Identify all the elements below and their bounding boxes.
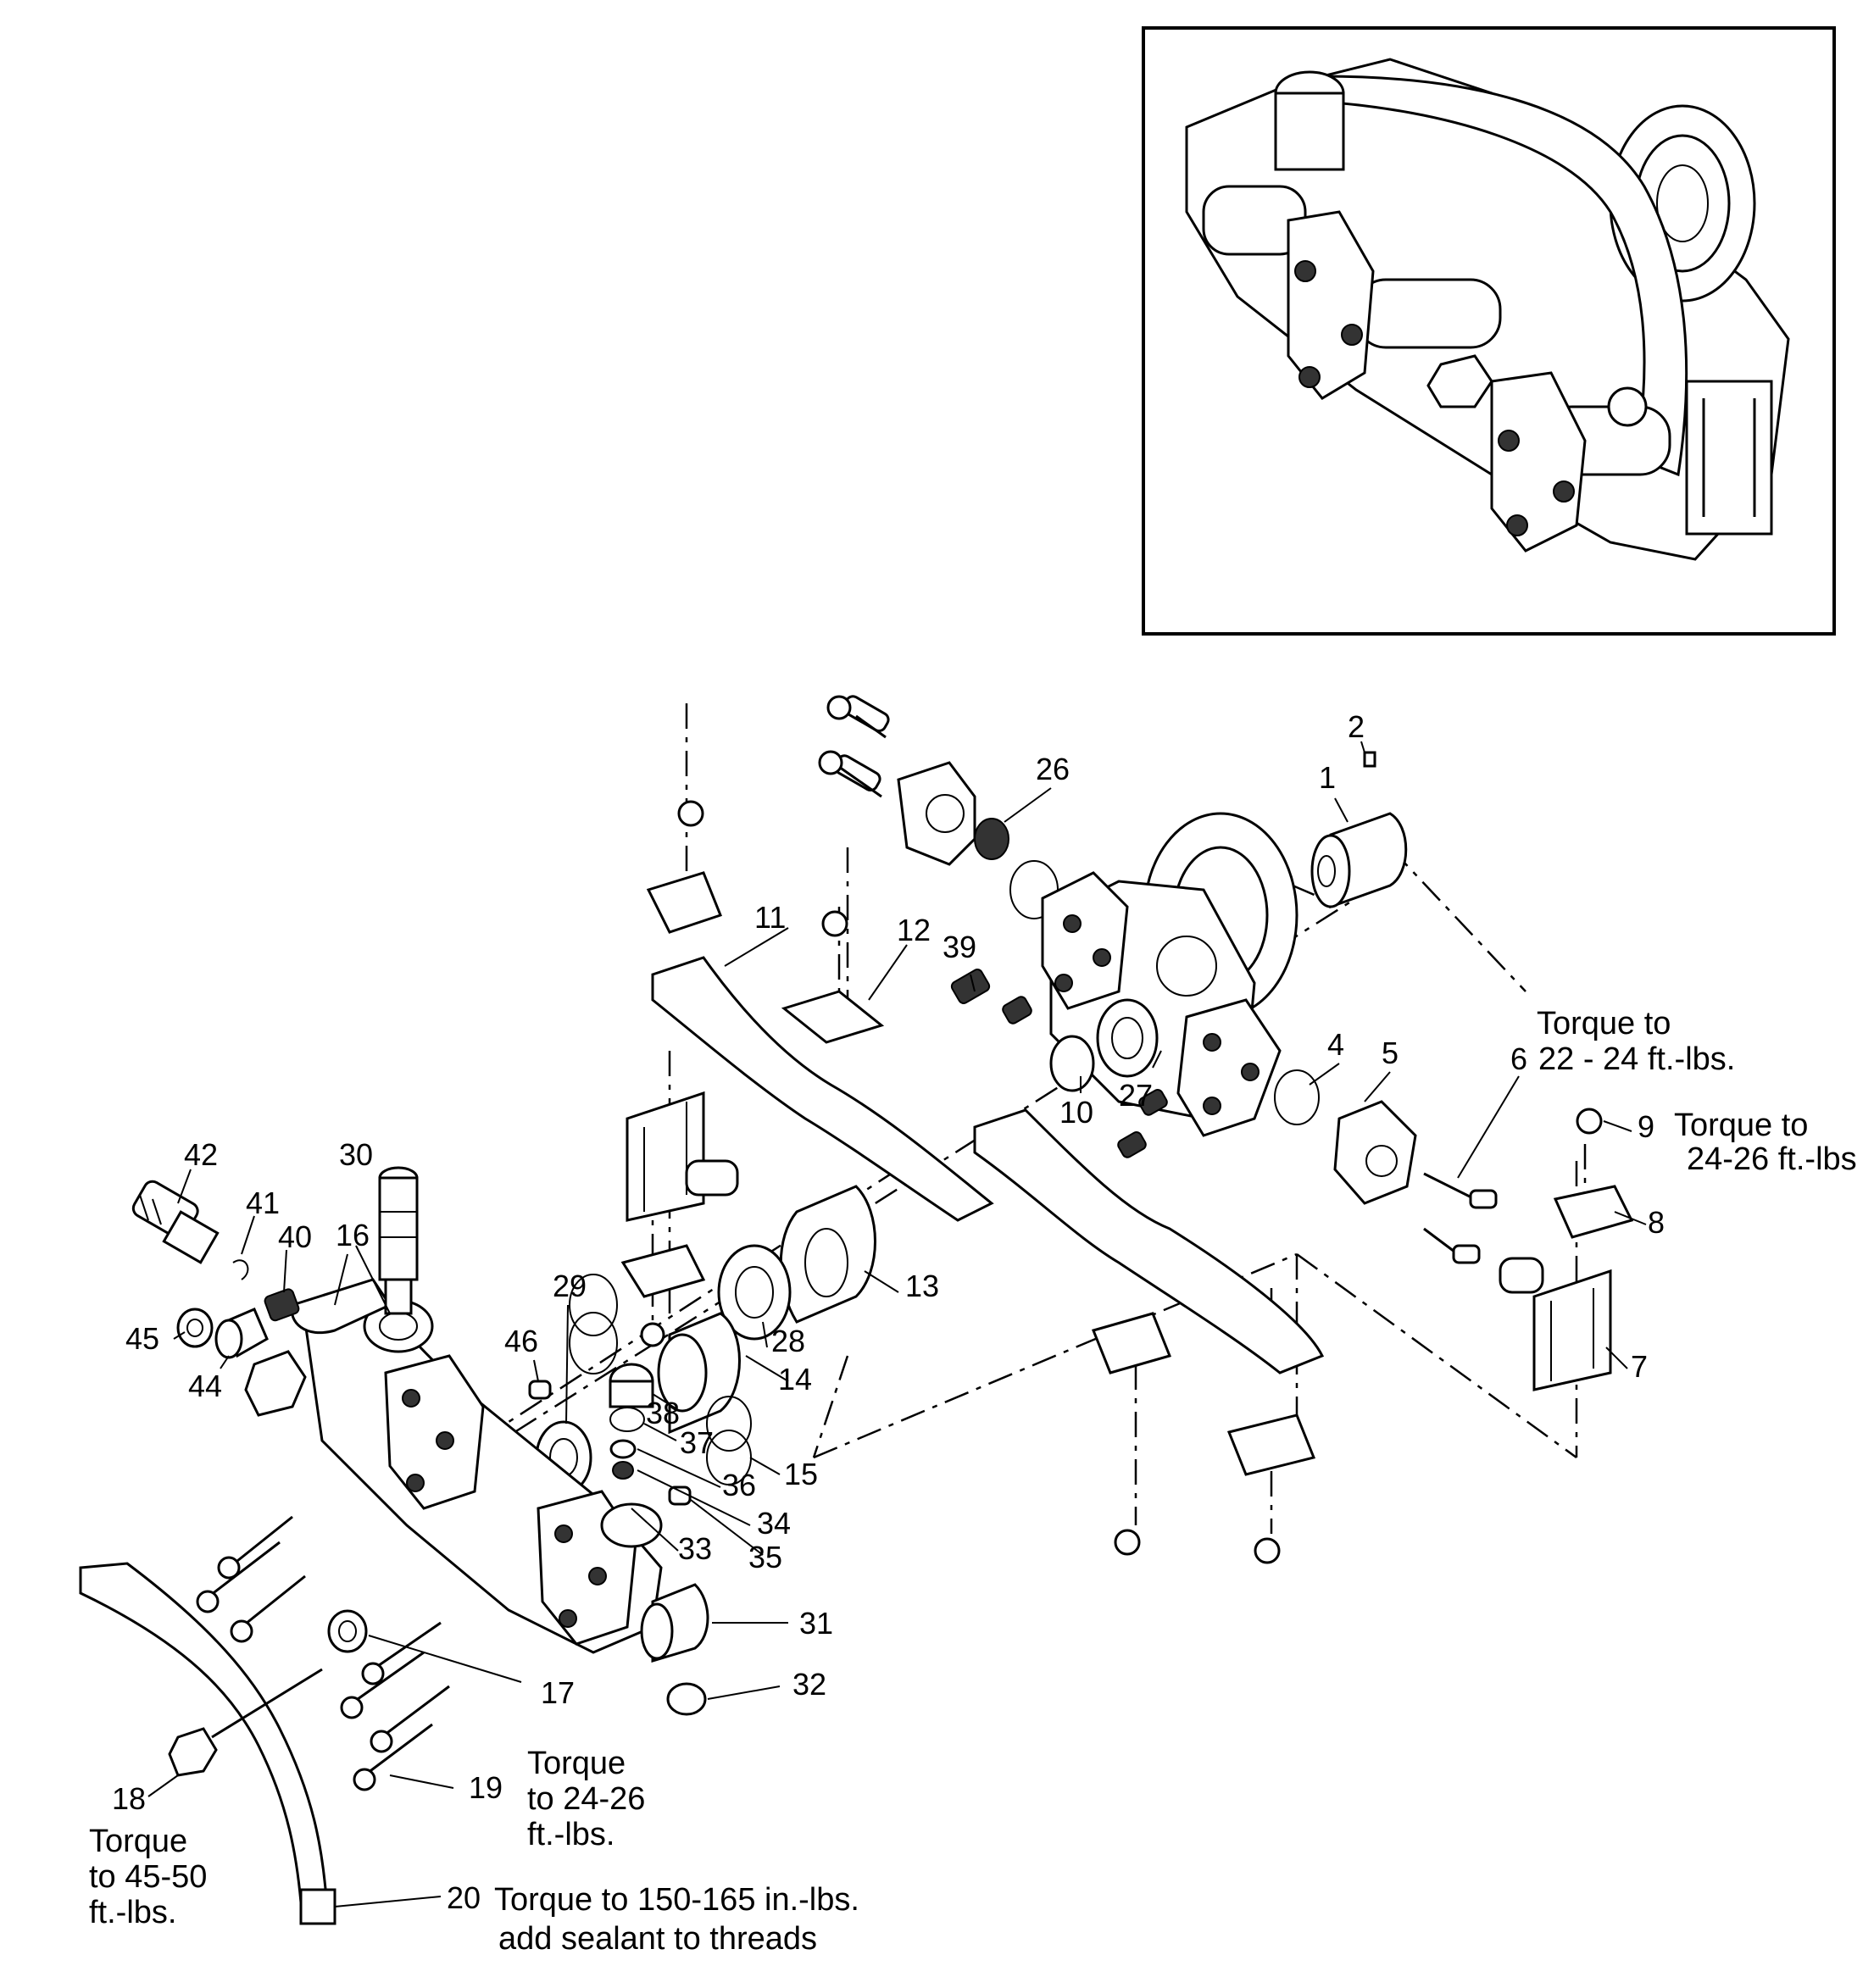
label-19: 19 bbox=[469, 1770, 503, 1805]
label-42: 42 bbox=[184, 1137, 218, 1172]
label-10: 10 bbox=[1059, 1095, 1093, 1130]
part-12-plate bbox=[781, 990, 885, 1044]
label-27: 27 bbox=[1119, 1078, 1153, 1113]
torque-note-9-line1: Torque to bbox=[1674, 1108, 1808, 1143]
label-37: 37 bbox=[680, 1425, 714, 1460]
torque-note-19-line3: ft.-lbs. bbox=[527, 1817, 614, 1852]
top-bolts bbox=[818, 695, 890, 798]
label-9: 9 bbox=[1638, 1109, 1654, 1144]
assembled-pump-inset bbox=[1142, 26, 1836, 636]
label-38: 38 bbox=[646, 1396, 680, 1430]
part-32-cap bbox=[666, 1682, 707, 1716]
label-30: 30 bbox=[339, 1137, 373, 1172]
part-number-labels: 2 1 26 4 5 6 9 8 7 10 27 11 12 39 13 28 … bbox=[112, 709, 1665, 1915]
label-11: 11 bbox=[754, 900, 786, 935]
part-nut bbox=[244, 1350, 307, 1417]
label-46: 46 bbox=[504, 1324, 538, 1358]
label-2: 2 bbox=[1348, 709, 1365, 744]
label-7: 7 bbox=[1631, 1349, 1648, 1384]
label-16: 16 bbox=[336, 1218, 370, 1252]
part-bracket-left bbox=[626, 1091, 705, 1222]
label-13: 13 bbox=[905, 1269, 939, 1303]
part-8-plate bbox=[1553, 1185, 1634, 1239]
part-18-plug bbox=[168, 1727, 218, 1777]
part-15-oring bbox=[706, 1396, 752, 1452]
torque-note-19-line2: to 24-26 bbox=[527, 1781, 645, 1817]
label-26: 26 bbox=[1036, 752, 1070, 786]
part-plate-lower-right bbox=[1226, 1413, 1316, 1476]
torque-note-19-line1: Torque bbox=[527, 1746, 626, 1781]
label-40: 40 bbox=[278, 1219, 312, 1254]
torque-note-18-line1: Torque bbox=[89, 1824, 187, 1859]
part-40-spring bbox=[264, 1288, 300, 1322]
part-20-fitting bbox=[299, 1888, 336, 1925]
label-15: 15 bbox=[784, 1457, 818, 1491]
torque-note-6-line2: 22 - 24 ft.-lbs. bbox=[1538, 1041, 1735, 1077]
torque-note-6-line1: Torque to bbox=[1537, 1006, 1671, 1041]
label-12: 12 bbox=[897, 913, 931, 947]
leader-lines bbox=[147, 741, 1647, 1907]
label-6: 6 bbox=[1510, 1041, 1527, 1076]
part-35-pin bbox=[668, 1485, 692, 1506]
label-4: 4 bbox=[1327, 1027, 1344, 1062]
torque-note-20-line1: Torque to 150-165 in.-lbs. bbox=[494, 1882, 859, 1918]
part-13-bracket bbox=[779, 1185, 876, 1324]
label-20: 20 bbox=[447, 1880, 481, 1915]
label-5: 5 bbox=[1382, 1036, 1399, 1070]
label-34: 34 bbox=[757, 1506, 791, 1541]
label-18: 18 bbox=[112, 1781, 146, 1816]
label-33: 33 bbox=[678, 1531, 712, 1566]
part-plate-lower-left bbox=[1091, 1312, 1172, 1374]
label-14: 14 bbox=[778, 1362, 812, 1397]
label-17: 17 bbox=[541, 1675, 575, 1710]
label-28: 28 bbox=[771, 1324, 805, 1358]
torque-notes: Torque to 22 - 24 ft.-lbs. Torque to 24-… bbox=[89, 1006, 1857, 1957]
part-plate-upper bbox=[646, 871, 722, 934]
part-9-screw bbox=[1576, 1108, 1603, 1135]
label-8: 8 bbox=[1648, 1205, 1665, 1240]
part-39-spring bbox=[950, 969, 991, 1004]
part-5-block bbox=[1333, 1100, 1417, 1205]
part-7-bracket bbox=[1532, 1269, 1612, 1391]
part-19-bolts bbox=[196, 1515, 450, 1791]
part-4-oring bbox=[1274, 1069, 1320, 1125]
label-32: 32 bbox=[792, 1667, 826, 1702]
part-6-bolts bbox=[1423, 1172, 1498, 1264]
label-44: 44 bbox=[188, 1369, 222, 1403]
assembled-pump-drawing bbox=[1185, 58, 1790, 561]
torque-note-20-line2: add sealant to threads bbox=[498, 1921, 817, 1957]
part-41-clip bbox=[232, 1259, 249, 1280]
label-29: 29 bbox=[553, 1269, 587, 1303]
part-28-bearing bbox=[717, 1244, 792, 1341]
label-45: 45 bbox=[125, 1321, 159, 1356]
part-42-fitting bbox=[131, 1180, 220, 1264]
part-45-washer bbox=[176, 1308, 214, 1348]
part-11-strap bbox=[651, 956, 994, 1222]
part-17-sleeve bbox=[327, 1609, 368, 1653]
part-30-unloader bbox=[378, 1166, 419, 1315]
label-36: 36 bbox=[722, 1468, 756, 1502]
torque-note-18-line3: ft.-lbs. bbox=[89, 1895, 176, 1930]
part-16-manifold bbox=[290, 1278, 663, 1654]
label-41: 41 bbox=[246, 1186, 280, 1220]
label-35: 35 bbox=[748, 1540, 782, 1574]
label-31: 31 bbox=[799, 1606, 833, 1641]
part-29-oring bbox=[569, 1274, 618, 1336]
label-39: 39 bbox=[943, 930, 976, 964]
part-26-spring bbox=[974, 818, 1009, 860]
part-10-seal bbox=[1049, 1035, 1095, 1092]
exploded-parts bbox=[79, 695, 1634, 1925]
part-strap-right bbox=[973, 1108, 1325, 1374]
label-1: 1 bbox=[1319, 760, 1336, 795]
torque-note-9-line2: 24-26 ft.-lbs bbox=[1687, 1141, 1857, 1177]
part-2-pin bbox=[1363, 751, 1376, 768]
part-27-bearing bbox=[1096, 998, 1159, 1078]
part-46-pin bbox=[528, 1380, 552, 1400]
torque-note-18-line2: to 45-50 bbox=[89, 1859, 207, 1895]
